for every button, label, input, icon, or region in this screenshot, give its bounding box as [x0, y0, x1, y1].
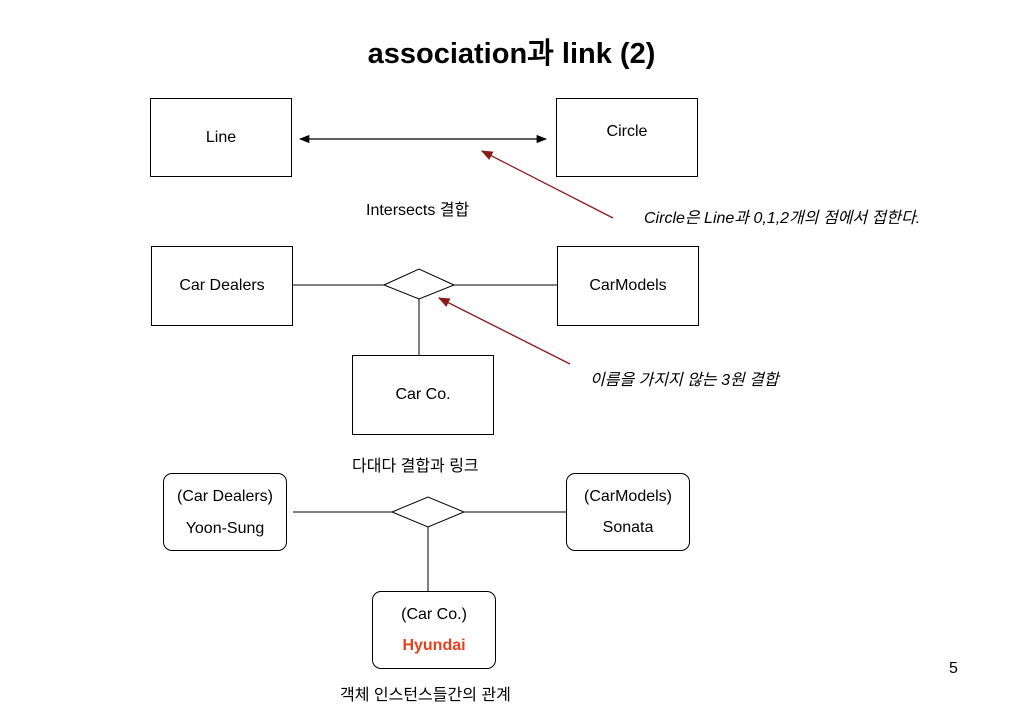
yoon-sung-object-class: (Car Dealers) [176, 488, 273, 505]
carmodels-class-box: CarModels [557, 246, 699, 326]
hyundai-object-box: (Car Co.) Hyundai [372, 591, 496, 669]
car-dealers-class-label: Car Dealers [179, 277, 265, 294]
annotation-pointer-arrow-1 [480, 150, 614, 219]
page-number: 5 [949, 660, 958, 677]
yoon-sung-object-value: Yoon-Sung [185, 520, 265, 537]
sonata-object-class: (CarModels) [583, 488, 672, 505]
intersects-association-label: Intersects 결합 [366, 202, 470, 219]
annotation-pointer-arrow-2 [437, 297, 571, 365]
car-co-class-box: Car Co. [352, 355, 494, 435]
slide-title: association과 link (2) [367, 38, 656, 70]
hyundai-object-class: (Car Co.) [401, 606, 467, 623]
circle-class-label: Circle [606, 123, 648, 140]
hyundai-object-value: Hyundai [402, 637, 466, 654]
car-co-class-label: Car Co. [395, 386, 451, 403]
carmodels-class-label: CarModels [589, 277, 667, 294]
object-instances-caption: 객체 인스턴스들간의 관계 [340, 687, 511, 704]
circle-line-annotation: Circle은 Line과 0,1,2개의 점에서 접한다. [644, 210, 921, 227]
car-dealers-class-box: Car Dealers [151, 246, 293, 326]
line-class-label: Line [205, 128, 237, 146]
sonata-object-value: Sonata [602, 519, 654, 536]
line-class-box: Line [150, 98, 292, 177]
sonata-object-box: (CarModels) Sonata [566, 473, 690, 551]
circle-class-box: Circle [556, 98, 698, 177]
ternary-association-annotation: 이름을 가지지 않는 3원 결합 [590, 372, 779, 389]
many-to-many-caption: 다대다 결합과 링크 [352, 458, 479, 475]
ternary-association-diamond [382, 268, 456, 300]
yoon-sung-object-box: (Car Dealers) Yoon-Sung [163, 473, 287, 551]
instance-link-diamond [390, 496, 466, 528]
